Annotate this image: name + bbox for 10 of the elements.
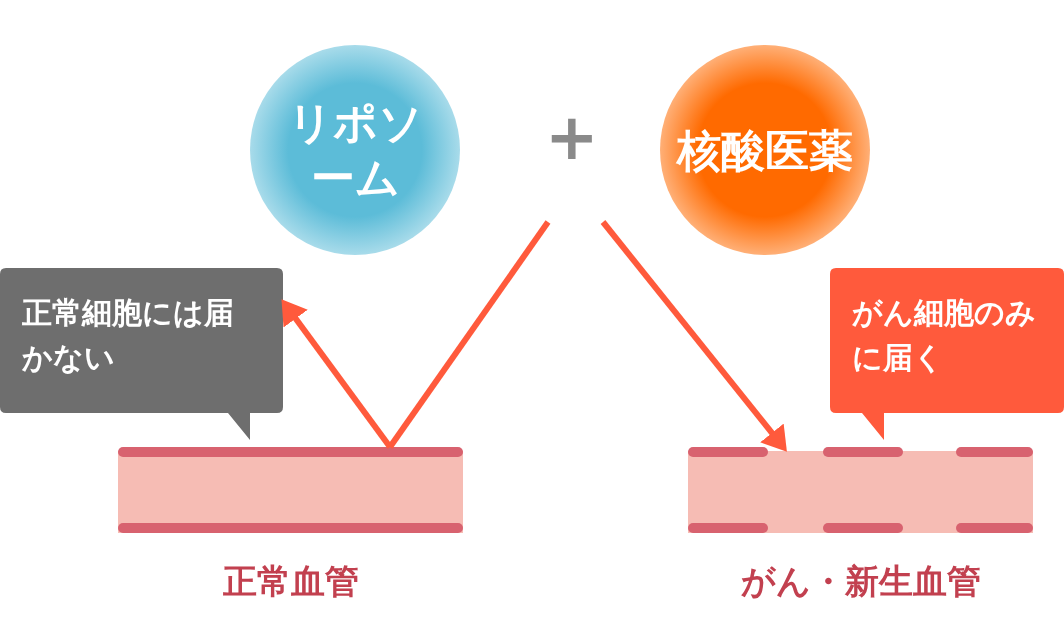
circle-label: 核酸医薬 (675, 123, 854, 178)
line (387, 220, 551, 449)
vessel-label: がん・新生血管 (739, 560, 982, 603)
plus-sign: + (545, 105, 599, 169)
bubble-text: がん細胞のみに届く (852, 294, 1037, 377)
circle-label: リポソーム (286, 96, 424, 205)
bubble-text: 正常細胞には届かない (22, 294, 235, 377)
arrow (600, 220, 787, 452)
vessel-label: 正常血管 (221, 560, 360, 603)
arrow (281, 299, 393, 449)
